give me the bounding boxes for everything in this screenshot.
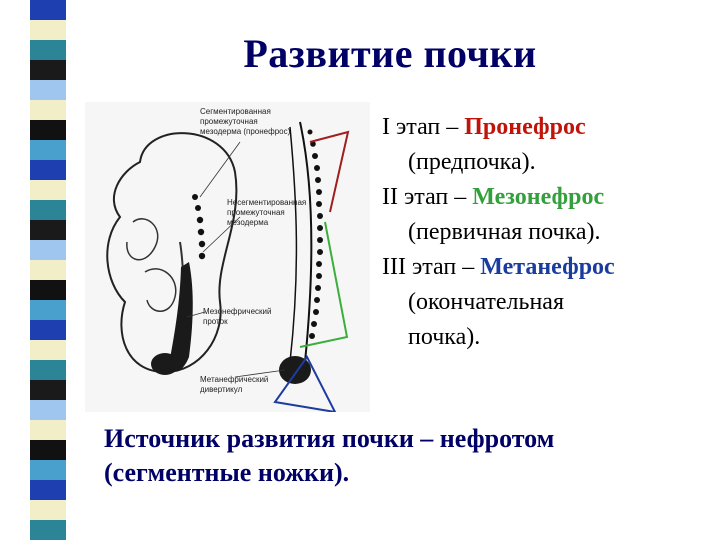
stage-prefix: I этап – bbox=[382, 114, 464, 140]
stripe-block bbox=[30, 280, 66, 300]
stripe-block bbox=[30, 60, 66, 80]
stages-list: I этап – Пронефрос (предпочка). II этап … bbox=[382, 110, 712, 355]
cloaca-shape bbox=[151, 353, 179, 375]
stripe-block bbox=[30, 340, 66, 360]
stripe-block bbox=[30, 480, 66, 500]
label-nonseg-1: Несегментированная bbox=[227, 198, 306, 207]
stage-prefix: III этап – bbox=[382, 254, 480, 280]
embryo-diagram: Сегментированная промежуточная мезодерма… bbox=[85, 102, 370, 412]
stripe-block bbox=[30, 20, 66, 40]
label-nonseg-3: мезодерма bbox=[227, 218, 269, 227]
source-statement: Источник развития почки – нефротом (сегм… bbox=[104, 422, 704, 490]
stripe-block bbox=[30, 440, 66, 460]
stage-desc: (предпочка). bbox=[382, 145, 712, 180]
source-line-2: (сегментные ножки). bbox=[104, 456, 704, 490]
stripe-block bbox=[30, 100, 66, 120]
stripe-block bbox=[30, 220, 66, 240]
stage-desc-line-1: (окончательная bbox=[382, 285, 712, 320]
stripe-block bbox=[30, 460, 66, 480]
stage-prefix: II этап – bbox=[382, 184, 472, 210]
stage-desc-line-2: почка). bbox=[382, 320, 712, 355]
label-duct-2: проток bbox=[203, 317, 228, 326]
stage-name-mesonephros: Мезонефрос bbox=[472, 184, 604, 210]
label-segmented-1: Сегментированная bbox=[200, 107, 271, 116]
stripe-block bbox=[30, 300, 66, 320]
stripe-block bbox=[30, 180, 66, 200]
stripe-block bbox=[30, 40, 66, 60]
embryo-illustration: Сегментированная промежуточная мезодерма… bbox=[85, 102, 370, 412]
stage-desc: (первичная почка). bbox=[382, 215, 712, 250]
stripe-block bbox=[30, 520, 66, 540]
source-line-1: Источник развития почки – нефротом bbox=[104, 422, 704, 456]
stripe-block bbox=[30, 160, 66, 180]
stripe-block bbox=[30, 240, 66, 260]
stage-name-pronephros: Пронефрос bbox=[464, 114, 585, 140]
stripe-block bbox=[30, 120, 66, 140]
stripe-block bbox=[30, 200, 66, 220]
stripe-block bbox=[30, 400, 66, 420]
stripe-block bbox=[30, 420, 66, 440]
stripe-block bbox=[30, 320, 66, 340]
stripe-block bbox=[30, 500, 66, 520]
label-metaneph-1: Метанефрический bbox=[200, 375, 268, 384]
slide-title: Развитие почки bbox=[130, 30, 650, 77]
label-nonseg-2: промежуточная bbox=[227, 208, 285, 217]
stripe-block bbox=[30, 0, 66, 20]
stage-item: III этап – Метанефрос (окончательная поч… bbox=[382, 250, 712, 355]
decorative-stripe bbox=[30, 0, 66, 540]
label-segmented-2: промежуточная bbox=[200, 117, 258, 126]
stage-name-metanephros: Метанефрос bbox=[480, 254, 614, 280]
stage-item: II этап – Мезонефрос (первичная почка). bbox=[382, 180, 712, 250]
stripe-block bbox=[30, 360, 66, 380]
stage-item: I этап – Пронефрос (предпочка). bbox=[382, 110, 712, 180]
label-duct-1: Мезонефрический bbox=[203, 307, 271, 316]
label-segmented-3: мезодерма (пронефрос) bbox=[200, 127, 291, 136]
stripe-block bbox=[30, 140, 66, 160]
label-metaneph-2: дивертикул bbox=[200, 385, 243, 394]
stripe-block bbox=[30, 380, 66, 400]
stripe-block bbox=[30, 260, 66, 280]
stripe-block bbox=[30, 80, 66, 100]
